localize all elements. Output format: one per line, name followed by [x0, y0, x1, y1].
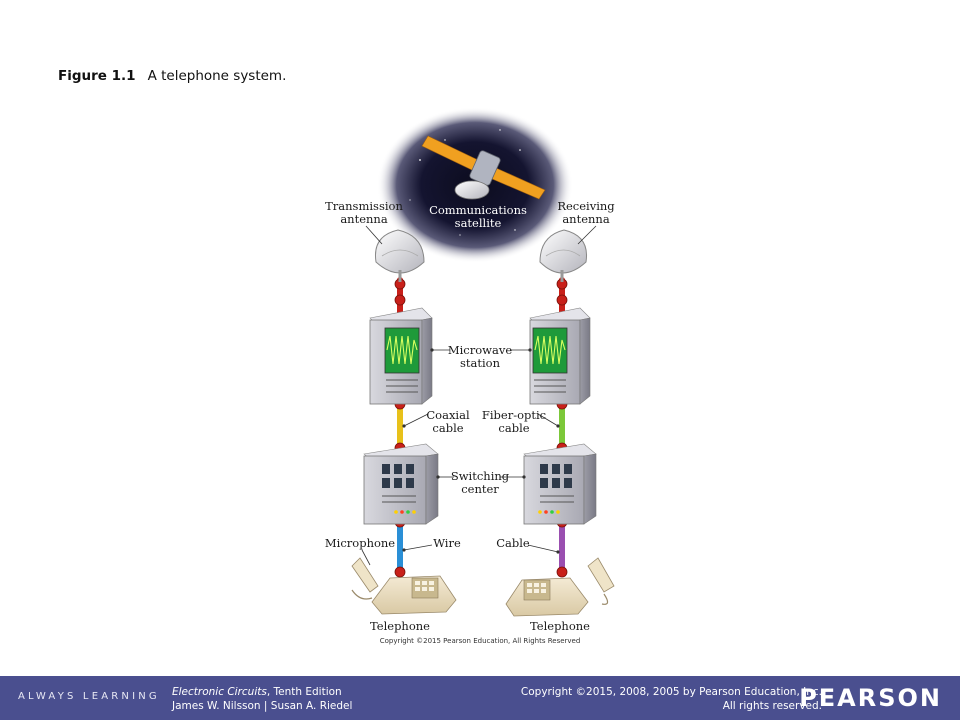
satellite-icon	[421, 135, 546, 200]
footer-book-info: Electronic Circuits, Tenth Edition James…	[172, 685, 352, 713]
leader-dots	[402, 348, 560, 554]
label-cable: Cable	[496, 536, 530, 550]
pearson-logo: PEARSON	[799, 684, 942, 712]
left-microwave-station-icon	[369, 307, 433, 405]
figure-copyright: Copyright ©2015 Pearson Education, All R…	[380, 637, 581, 645]
right-microwave-station-icon	[529, 307, 591, 405]
label-wire: Wire	[433, 536, 461, 550]
leader-lines	[361, 225, 597, 566]
footer-copyright: Copyright ©2015, 2008, 2005 by Pearson E…	[521, 685, 822, 713]
figure-number: Figure 1.1	[58, 68, 136, 84]
copyright-line-2: All rights reserved.	[722, 700, 822, 712]
footer-bar: ALWAYS LEARNING Electronic Circuits, Ten…	[0, 676, 960, 720]
footer-tagline: ALWAYS LEARNING	[18, 691, 160, 702]
figure-caption: Figure 1.1 A telephone system.	[58, 68, 286, 84]
receiving-antenna-icon	[539, 229, 588, 282]
book-title: Electronic Circuits	[172, 686, 267, 698]
left-telephone-icon	[351, 557, 457, 615]
right-switching-center-icon	[523, 443, 597, 525]
label-telephone-right: Telephone	[530, 619, 590, 633]
book-authors: James W. Nilsson | Susan A. Riedel	[172, 700, 353, 712]
left-switching-center-icon	[363, 443, 439, 525]
right-telephone-icon	[505, 557, 615, 617]
figure-title: A telephone system.	[147, 68, 287, 84]
label-telephone-left: Telephone	[370, 619, 430, 633]
label-microphone: Microphone	[325, 536, 395, 550]
book-edition: , Tenth Edition	[266, 686, 342, 698]
copyright-line-1: Copyright ©2015, 2008, 2005 by Pearson E…	[520, 686, 822, 698]
